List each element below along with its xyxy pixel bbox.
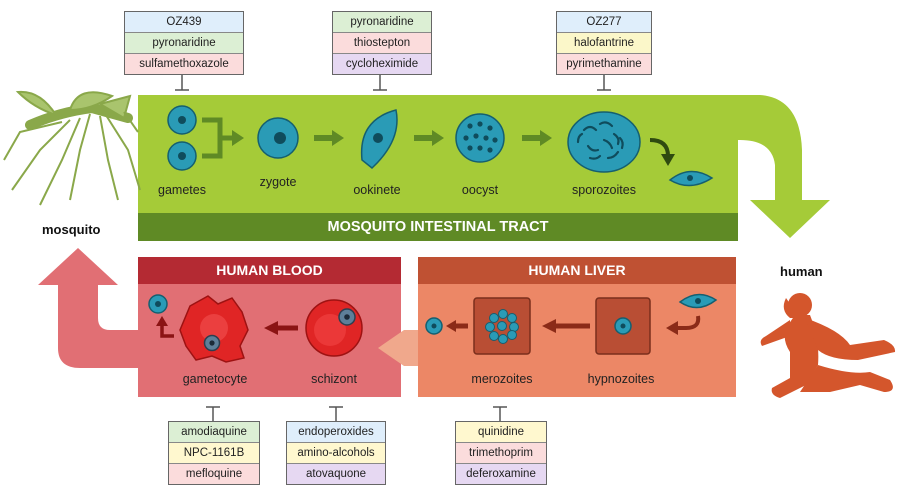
mosquito-to-human-arrow [736,95,830,238]
stage-label-merozoites: merozoites [471,372,533,386]
stage-label-hypnozoites: hypnozoites [587,372,655,386]
drug-label: cycloheximide [333,54,431,74]
released-merozoite-cell [425,317,443,335]
drug-box-sporozoites: OZ277 halofantrine pyrimethamine [556,11,652,75]
drug-box-ookinete: pyronaridine thiostepton cycloheximide [332,11,432,75]
mosquito-silhouette [3,90,141,206]
liver-title-bar [418,257,736,284]
liver-sporozoite-cell [678,293,718,309]
stage-label-oocyst: oocyst [461,183,499,197]
drug-label: halofantrine [557,33,651,54]
stage-label-gametocyte: gametocyte [182,372,248,386]
gametocyte-free-cell [148,294,168,314]
human-label: human [780,264,823,279]
drug-label: pyrimethamine [557,54,651,74]
stage-label-sporozoites: sporozoites [572,183,636,197]
tract-bar [138,213,738,241]
blood-title: HUMAN BLOOD [216,262,323,278]
human-silhouette [760,293,896,398]
drug-box-schizont: endoperoxides amino-alcohols atovaquone [286,421,386,485]
mosquito-panel [138,95,738,215]
drug-label: pyronaridine [333,12,431,33]
liver-title: HUMAN LIVER [528,262,626,278]
stage-label-schizont: schizont [311,372,357,386]
drug-label: sulfamethoxazole [125,54,243,74]
schizont-cell [305,299,363,357]
sporozoite-free-cell [668,170,714,187]
stage-label-ookinete: ookinete [353,183,401,197]
gamete-cell-bottom [167,141,197,171]
drug-label: mefloquine [169,464,259,484]
stage-label-gametes: gametes [158,183,206,197]
drug-box-merozoites: quinidine trimethoprim deferoxamine [455,421,547,485]
drug-box-gametocyte: amodiaquine NPC-1161B mefloquine [168,421,260,485]
mosquito-tract-title: MOSQUITO INTESTINAL TRACT [327,219,549,235]
drug-label: atovaquone [287,464,385,484]
mosquito-label: mosquito [42,222,101,237]
zygote-cell [257,117,299,159]
drug-label: amino-alcohols [287,443,385,464]
blood-title-bar [138,257,401,284]
drug-label: OZ277 [557,12,651,33]
drug-label: quinidine [456,422,546,443]
drug-label: pyronaridine [125,33,243,54]
gamete-cell-top [167,105,197,135]
sporozoites-cell [567,111,641,173]
ookinete-cell [360,109,398,169]
drug-box-gametes: OZ439 pyronaridine sulfamethoxazole [124,11,244,75]
oocyst-cell [455,113,505,163]
drug-label: deferoxamine [456,464,546,484]
drug-label: NPC-1161B [169,443,259,464]
drug-label: thiostepton [333,33,431,54]
blood-to-mosquito-arrow [38,248,138,368]
drug-label: trimethoprim [456,443,546,464]
stage-label-zygote: zygote [259,175,297,189]
drug-label: endoperoxides [287,422,385,443]
gametocyte-cell [179,295,249,363]
drug-label: amodiaquine [169,422,259,443]
drug-label: OZ439 [125,12,243,33]
